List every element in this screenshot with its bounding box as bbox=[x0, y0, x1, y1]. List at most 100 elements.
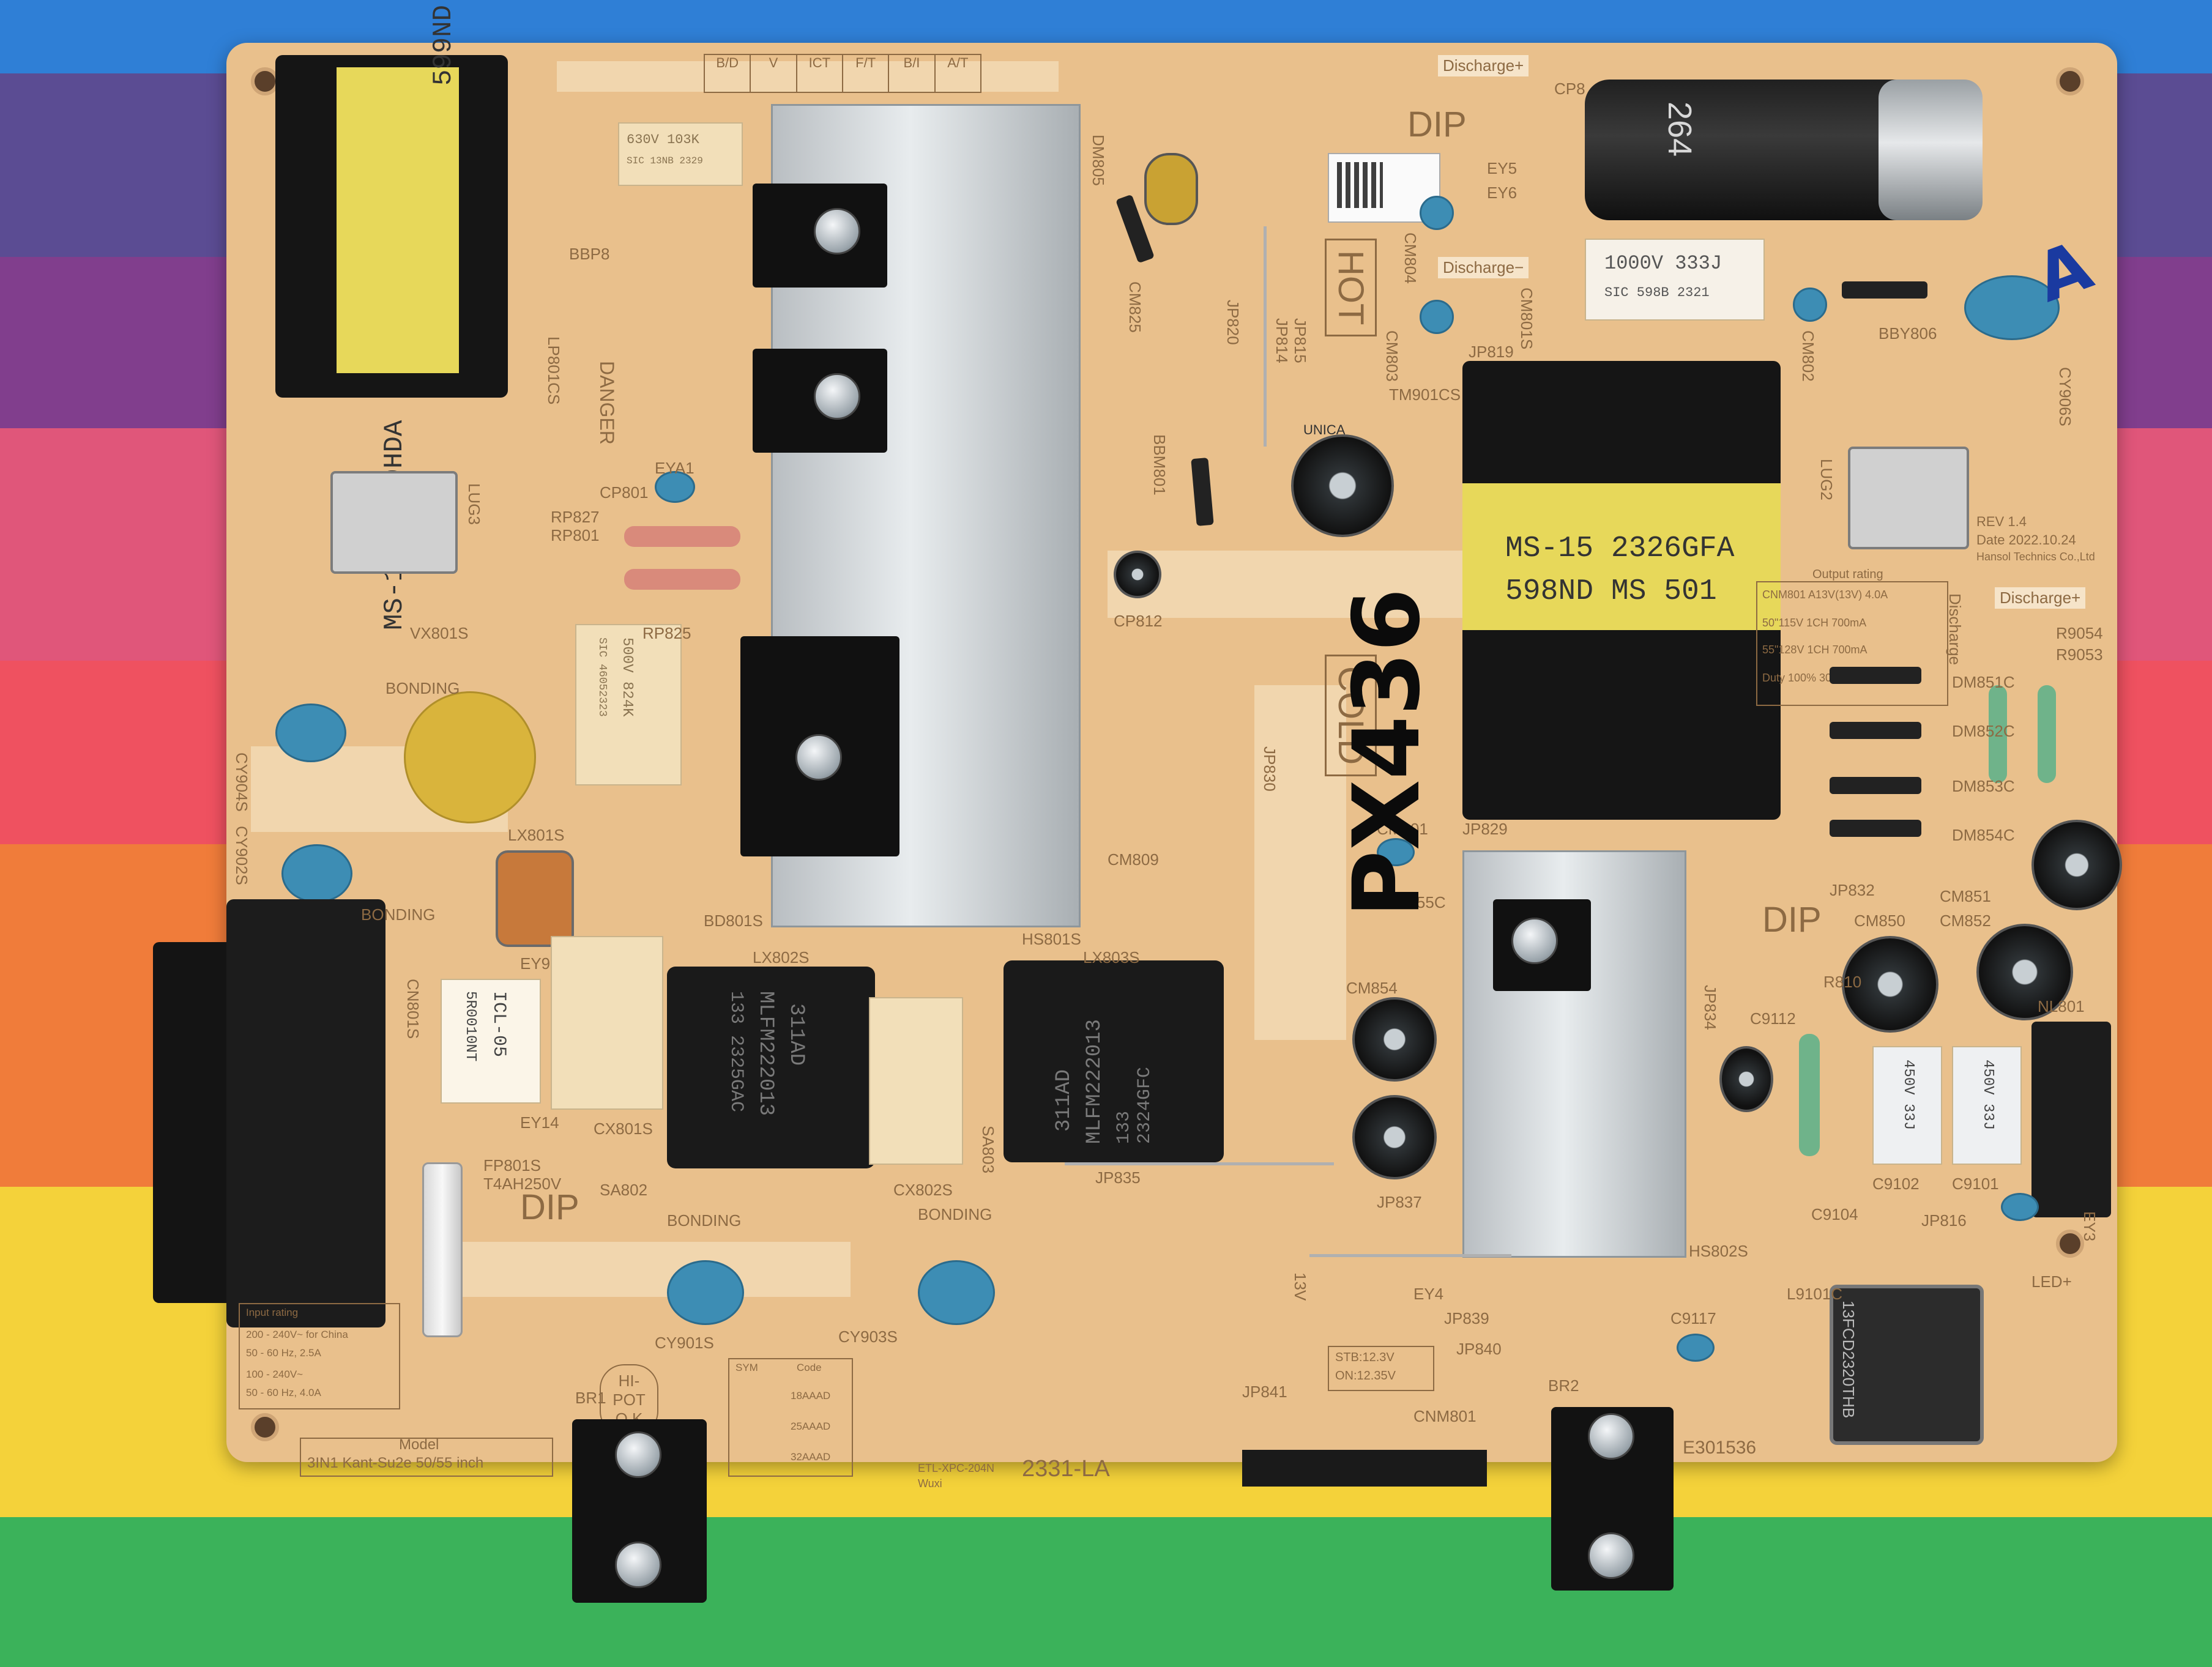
ref-jp841: JP841 bbox=[1242, 1383, 1287, 1401]
film-630v-line1: 630V 103K bbox=[627, 132, 699, 147]
dip-label-bottom: DIP bbox=[520, 1187, 579, 1227]
ref-br1: BR1 bbox=[575, 1389, 606, 1407]
y-capacitor-cy906s bbox=[1964, 275, 2060, 340]
ref-bby806: BBY806 bbox=[1879, 324, 1937, 343]
film-capacitor-cx802s bbox=[869, 997, 963, 1165]
film-500v-line1: 500V 824K bbox=[619, 637, 635, 717]
power-supply-board: 599ND MS 181 MS-15 2329HDA 630V 103K SIC… bbox=[153, 0, 2122, 1490]
y-capacitor bbox=[275, 704, 346, 762]
cap-450v-1: 450V 33J bbox=[1900, 1060, 1916, 1131]
ref-lug3: LUG3 bbox=[465, 483, 483, 525]
ref-bbm801: BBM801 bbox=[1150, 434, 1169, 496]
input-rating-title: Input rating bbox=[246, 1307, 299, 1318]
ref-jp815: JP815 bbox=[1291, 318, 1309, 363]
trace-vertical bbox=[1254, 685, 1346, 1040]
choke-a-line3: 133 2325GAC bbox=[726, 991, 747, 1113]
ntc-line1: ICL-05 bbox=[488, 991, 509, 1058]
inductor-l9101c: 13FCD2320THB bbox=[1830, 1285, 1984, 1445]
film-500v-line2: SIC 46052323 bbox=[596, 637, 608, 717]
ref-dm854c: DM854C bbox=[1952, 826, 2015, 844]
y-capacitor bbox=[918, 1260, 995, 1325]
film-capacitor-c9102: 450V 33J bbox=[1872, 1046, 1942, 1165]
mounting-hole bbox=[251, 1413, 279, 1441]
fuse-ref: FP801S bbox=[483, 1156, 541, 1175]
bracket-screw bbox=[615, 1431, 661, 1478]
electrolytic-capacitor-cm852 bbox=[1976, 924, 2073, 1020]
ref-cp801: CP801 bbox=[600, 483, 649, 502]
green-stripe bbox=[0, 1517, 2212, 1667]
ref-c9112: C9112 bbox=[1750, 1009, 1796, 1028]
code-1: 18AAAD bbox=[791, 1390, 831, 1402]
hot-label: HOT bbox=[1325, 239, 1377, 337]
film-1000v-line2: SIC 598B 2321 bbox=[1604, 285, 1710, 300]
test-col-ict: ICT bbox=[797, 55, 843, 92]
ref-rp801: RP801 bbox=[551, 526, 600, 544]
ref-cy902s: CY902S bbox=[233, 826, 251, 885]
13v-label: 13V bbox=[1291, 1272, 1309, 1301]
input-rating-row1: 200 - 240V~ for China bbox=[246, 1329, 348, 1340]
trace-bottom bbox=[447, 1242, 851, 1297]
test-table: B/D V ICT F/T B/I A/T bbox=[704, 54, 981, 93]
y-capacitor bbox=[667, 1260, 744, 1325]
code-2: 25AAAD bbox=[791, 1420, 831, 1432]
ref-jp820: JP820 bbox=[1224, 300, 1242, 345]
ref-cm854: CM854 bbox=[1346, 979, 1398, 997]
ref-cy901s: CY901S bbox=[655, 1334, 714, 1352]
electrolytic-capacitor-c9112 bbox=[1719, 1046, 1773, 1112]
connector-cnm801 bbox=[1242, 1450, 1487, 1487]
wuxi-label: Wuxi bbox=[918, 1477, 942, 1490]
electrolytic-capacitor bbox=[1144, 153, 1198, 225]
output-rating-box: Output rating CNM801 A13V(13V) 4.0A 50"1… bbox=[1756, 568, 1948, 706]
fuse-rating: T4AH250V bbox=[483, 1175, 562, 1193]
ntc-line2: 5R0010NT bbox=[462, 991, 479, 1062]
input-rating-box: Input rating 200 - 240V~ for China 50 - … bbox=[239, 1303, 400, 1409]
ref-cy904s: CY904S bbox=[233, 752, 251, 812]
ref-lug2: LUG2 bbox=[1817, 459, 1836, 500]
ref-c9117: C9117 bbox=[1670, 1309, 1716, 1327]
ref-cn801s: CN801S bbox=[404, 979, 422, 1039]
ref-cp812: CP812 bbox=[1114, 612, 1163, 630]
ref-sa802: SA802 bbox=[600, 1181, 648, 1199]
ref-dm855c: DM855C bbox=[1383, 893, 1446, 911]
heatsink-screw bbox=[814, 373, 860, 420]
lug3-terminal bbox=[330, 471, 458, 574]
tm-xfmr-line2: MS-15 2326GFA bbox=[1505, 532, 1735, 565]
unica-label: UNICA bbox=[1303, 422, 1346, 437]
choke-a-line2: MLFM222013 bbox=[754, 991, 777, 1116]
discharge-plus-top: Discharge+ bbox=[1438, 55, 1529, 76]
ref-bd801s: BD801S bbox=[704, 911, 763, 930]
main-transformer-label: 599ND MS 181 MS-15 2329HDA bbox=[337, 0, 459, 630]
ref-br2: BR2 bbox=[1548, 1376, 1579, 1395]
bonding-label: BONDING bbox=[385, 679, 460, 697]
handwritten-board-mark: PX436 bbox=[1334, 588, 1440, 918]
ref-jp840: JP840 bbox=[1456, 1340, 1502, 1358]
pfc-choke-lx803s: 311AD MLFM222013 133 2324GFC bbox=[1004, 960, 1224, 1162]
cap-450v-2: 450V 33J bbox=[1979, 1060, 1996, 1131]
wire-jumper bbox=[1065, 1162, 1334, 1165]
ref-cm850: CM850 bbox=[1854, 911, 1905, 930]
led-plus-label: LED+ bbox=[2031, 1272, 2072, 1291]
ref-sa803: SA803 bbox=[979, 1126, 997, 1174]
model-heading: Model bbox=[399, 1436, 439, 1453]
ref-nl801: NL801 bbox=[2038, 997, 2085, 1015]
discharge-minus: Discharge− bbox=[1438, 257, 1529, 278]
wire-jumper bbox=[1264, 226, 1267, 447]
ref-cm802: CM802 bbox=[1799, 330, 1817, 382]
ref-jp839: JP839 bbox=[1444, 1309, 1489, 1327]
ref-jp816: JP816 bbox=[1921, 1211, 1967, 1230]
test-col-v: V bbox=[751, 55, 797, 92]
ref-lx803s: LX803S bbox=[1083, 948, 1140, 967]
ceramic-capacitor bbox=[1677, 1334, 1715, 1362]
ref-tm901cs: TM901CS bbox=[1389, 385, 1461, 404]
mounting-hole bbox=[2056, 67, 2084, 95]
main-xfmr-line1: 599ND MS 181 bbox=[428, 0, 459, 86]
discharge-right: Discharge bbox=[1946, 593, 1964, 666]
ref-jp829: JP829 bbox=[1462, 820, 1508, 838]
bonding-label: BONDING bbox=[667, 1211, 742, 1230]
maker-label: Hansol Technics Co.,Ltd bbox=[1976, 551, 2095, 563]
ref-c9102: C9102 bbox=[1872, 1175, 1920, 1193]
output-rating-row2: 50"115V 1CH 700mA bbox=[1762, 617, 1867, 629]
ref-dm853c: DM853C bbox=[1952, 777, 2015, 795]
test-col-ft: F/T bbox=[843, 55, 890, 92]
ref-cm852: CM852 bbox=[1940, 911, 1991, 930]
